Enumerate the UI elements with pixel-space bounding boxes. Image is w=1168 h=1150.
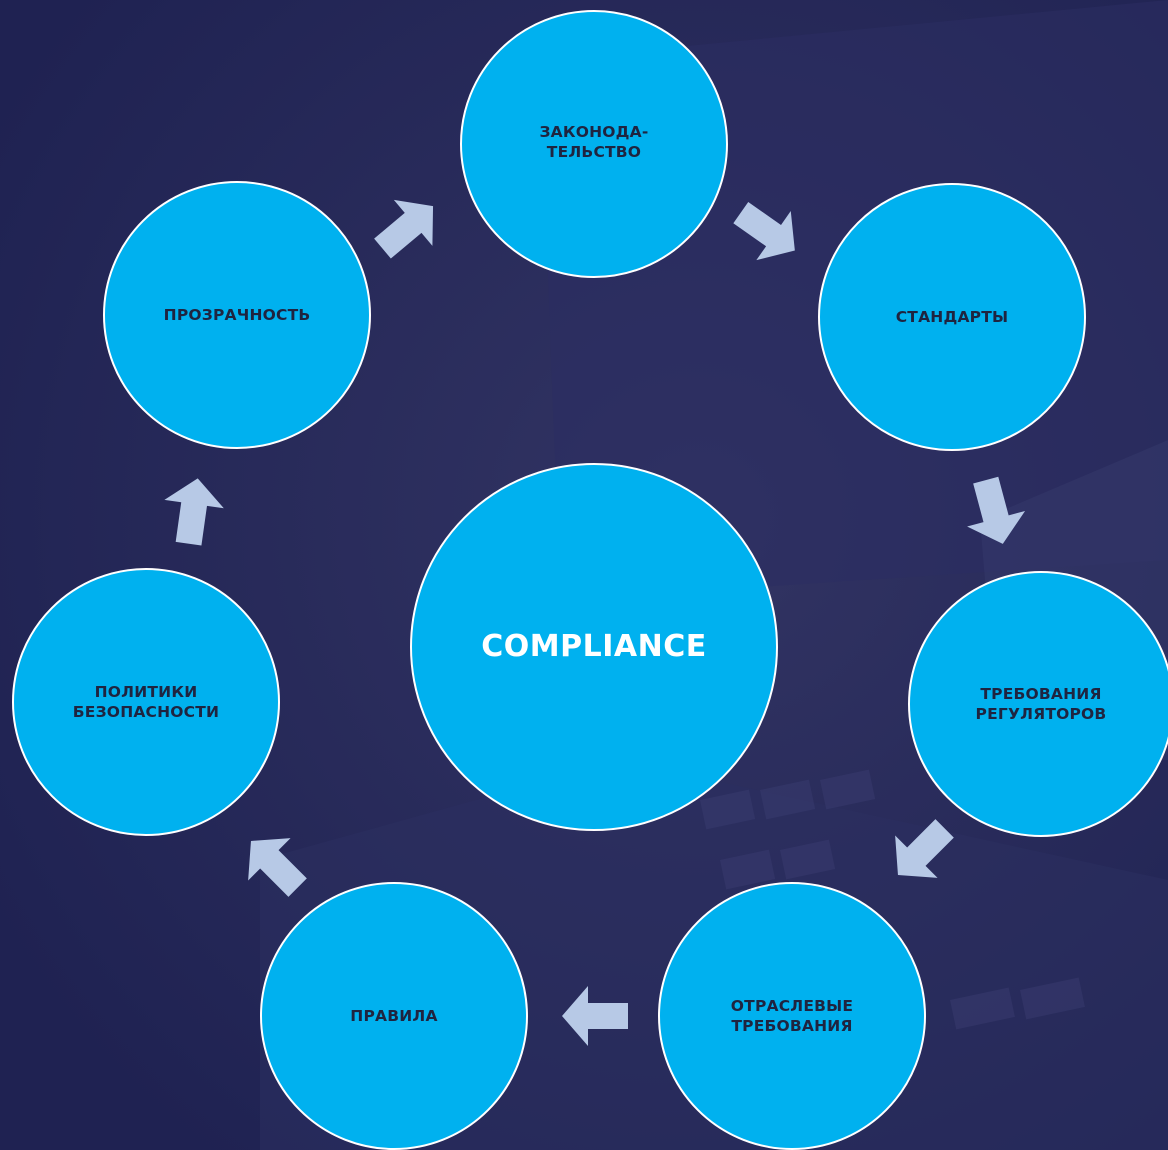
block-arrow-icon — [733, 201, 795, 261]
flow-arrow-transparency-to-legislation — [374, 199, 434, 259]
node-regulator-requirements: ТРЕБОВАНИЯ РЕГУЛЯТОРОВ — [908, 571, 1168, 837]
flow-arrow-regulators-to-industry — [895, 819, 954, 878]
flow-arrow-standards-to-regulators — [967, 476, 1026, 544]
flow-arrow-legislation-to-standards — [733, 201, 795, 261]
block-arrow-icon — [374, 199, 434, 259]
block-arrow-icon — [248, 838, 307, 897]
center-label: COMPLIANCE — [481, 629, 707, 664]
node-transparency: ПРОЗРАЧНОСТЬ — [103, 181, 371, 449]
node-label: ОТРАСЛЕВЫЕ ТРЕБОВАНИЯ — [730, 997, 854, 1035]
flow-arrow-industry-to-rules — [562, 986, 628, 1046]
block-arrow-icon — [895, 819, 954, 878]
node-label: ПРАВИЛА — [350, 1007, 438, 1025]
node-industry-requirements: ОТРАСЛЕВЫЕ ТРЕБОВАНИЯ — [658, 882, 926, 1150]
center-node-compliance: COMPLIANCE — [410, 463, 778, 831]
flow-arrow-policies-to-transparency — [164, 478, 224, 546]
node-security-policies: ПОЛИТИКИ БЕЗОПАСНОСТИ — [12, 568, 280, 836]
node-label: ПОЛИТИКИ БЕЗОПАСНОСТИ — [72, 683, 220, 721]
block-arrow-icon — [164, 478, 224, 546]
block-arrow-icon — [967, 476, 1026, 544]
node-rules: ПРАВИЛА — [260, 882, 528, 1150]
flow-arrow-rules-to-policies — [248, 838, 307, 897]
node-label: ПРОЗРАЧНОСТЬ — [163, 306, 311, 324]
block-arrow-icon — [562, 986, 628, 1046]
node-label: ТРЕБОВАНИЯ РЕГУЛЯТОРОВ — [975, 685, 1107, 723]
node-legislation: ЗАКОНОДА- ТЕЛЬСТВО — [460, 10, 728, 278]
node-standards: СТАНДАРТЫ — [818, 183, 1086, 451]
node-label: СТАНДАРТЫ — [895, 308, 1009, 326]
node-label: ЗАКОНОДА- ТЕЛЬСТВО — [539, 122, 649, 161]
